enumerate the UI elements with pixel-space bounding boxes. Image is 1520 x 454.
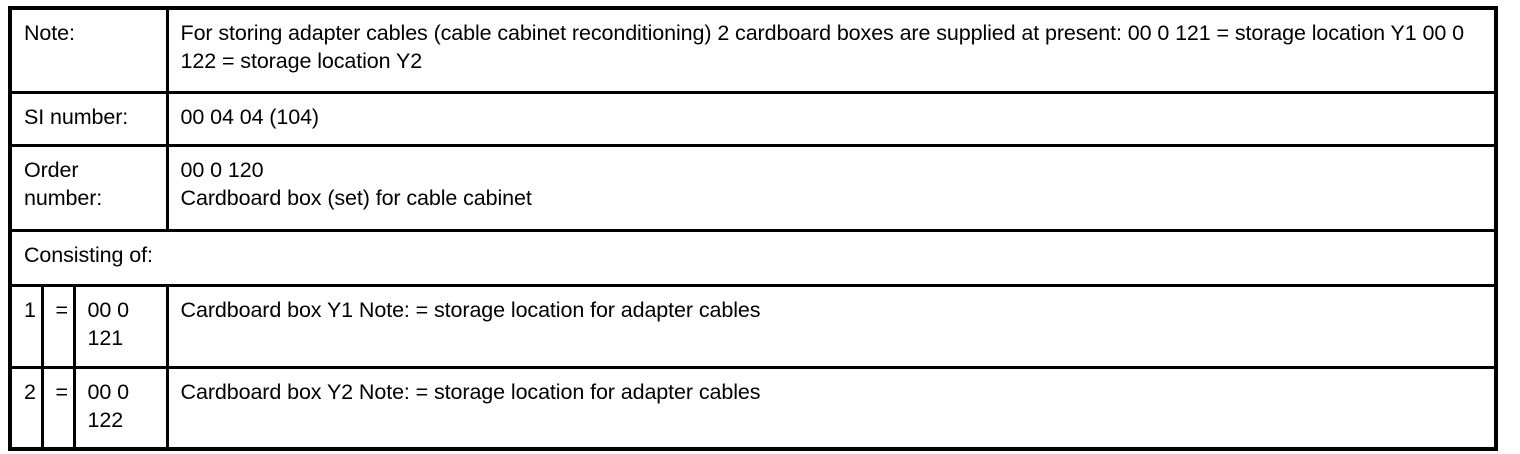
item-2-index-cell: 2	[8, 365, 44, 451]
note-label: Note:	[24, 21, 75, 45]
item-1-part-number-cell: 00 0 121	[72, 283, 169, 369]
specification-table: Note: For storing adapter cables (cable …	[8, 6, 1498, 451]
item-2-description-cell: Cardboard box Y2 Note: = storage locatio…	[165, 365, 1498, 451]
table-row-consisting-of: Consisting of:	[8, 228, 1498, 287]
item-2-equals-cell: =	[40, 365, 76, 451]
si-number-label: SI number:	[24, 104, 129, 129]
table-row-order-number: Order number: 00 0 120 Cardboard box (se…	[8, 143, 1498, 232]
item-2-equals-sign: =	[55, 379, 69, 404]
order-number-label-line-2: number:	[24, 185, 103, 210]
item-2-part-number-cell: 00 0 122	[72, 365, 169, 451]
order-number-label-cell: Order number:	[8, 143, 169, 232]
si-number-value-cell: 00 04 04 (104)	[165, 90, 1498, 147]
note-value: For storing adapter cables (cable cabine…	[180, 21, 1465, 73]
order-number-label-line-1: Order	[24, 157, 79, 182]
item-1-index-cell: 1	[8, 283, 44, 369]
table-row-note: Note: For storing adapter cables (cable …	[8, 6, 1498, 94]
si-number-label-cell: SI number:	[8, 90, 169, 147]
table-row-si-number: SI number: 00 04 04 (104)	[8, 90, 1498, 147]
consisting-of-label: Consisting of:	[24, 242, 153, 267]
item-2-part-number-line-1: 00 0	[87, 379, 130, 404]
order-number-value-cell: 00 0 120 Cardboard box (set) for cable c…	[165, 143, 1498, 232]
item-1-description-cell: Cardboard box Y1 Note: = storage locatio…	[165, 283, 1498, 369]
item-1-part-number-line-2: 121	[87, 325, 124, 350]
note-value-cell: For storing adapter cables (cable cabine…	[165, 6, 1498, 94]
order-number-value-line-1: 00 0 120	[180, 157, 264, 182]
item-1-part-number-line-1: 00 0	[87, 297, 130, 322]
item-1-equals-sign: =	[55, 297, 69, 322]
item-2-description: Cardboard box Y2 Note: = storage locatio…	[180, 379, 761, 404]
table-row-item-2: 2 = 00 0 122 Cardboard box Y2 Note: = st…	[8, 365, 1498, 451]
item-1-index: 1	[24, 297, 36, 322]
note-label-cell: Note:	[8, 6, 169, 94]
item-2-part-number-line-2: 122	[87, 407, 124, 432]
item-2-index: 2	[24, 379, 36, 404]
item-1-description: Cardboard box Y1 Note: = storage locatio…	[180, 297, 761, 322]
order-number-value-line-2: Cardboard box (set) for cable cabinet	[180, 185, 532, 210]
table-row-item-1: 1 = 00 0 121 Cardboard box Y1 Note: = st…	[8, 283, 1498, 369]
consisting-of-cell: Consisting of:	[8, 228, 1498, 287]
si-number-value: 00 04 04 (104)	[180, 104, 320, 129]
item-1-equals-cell: =	[40, 283, 76, 369]
